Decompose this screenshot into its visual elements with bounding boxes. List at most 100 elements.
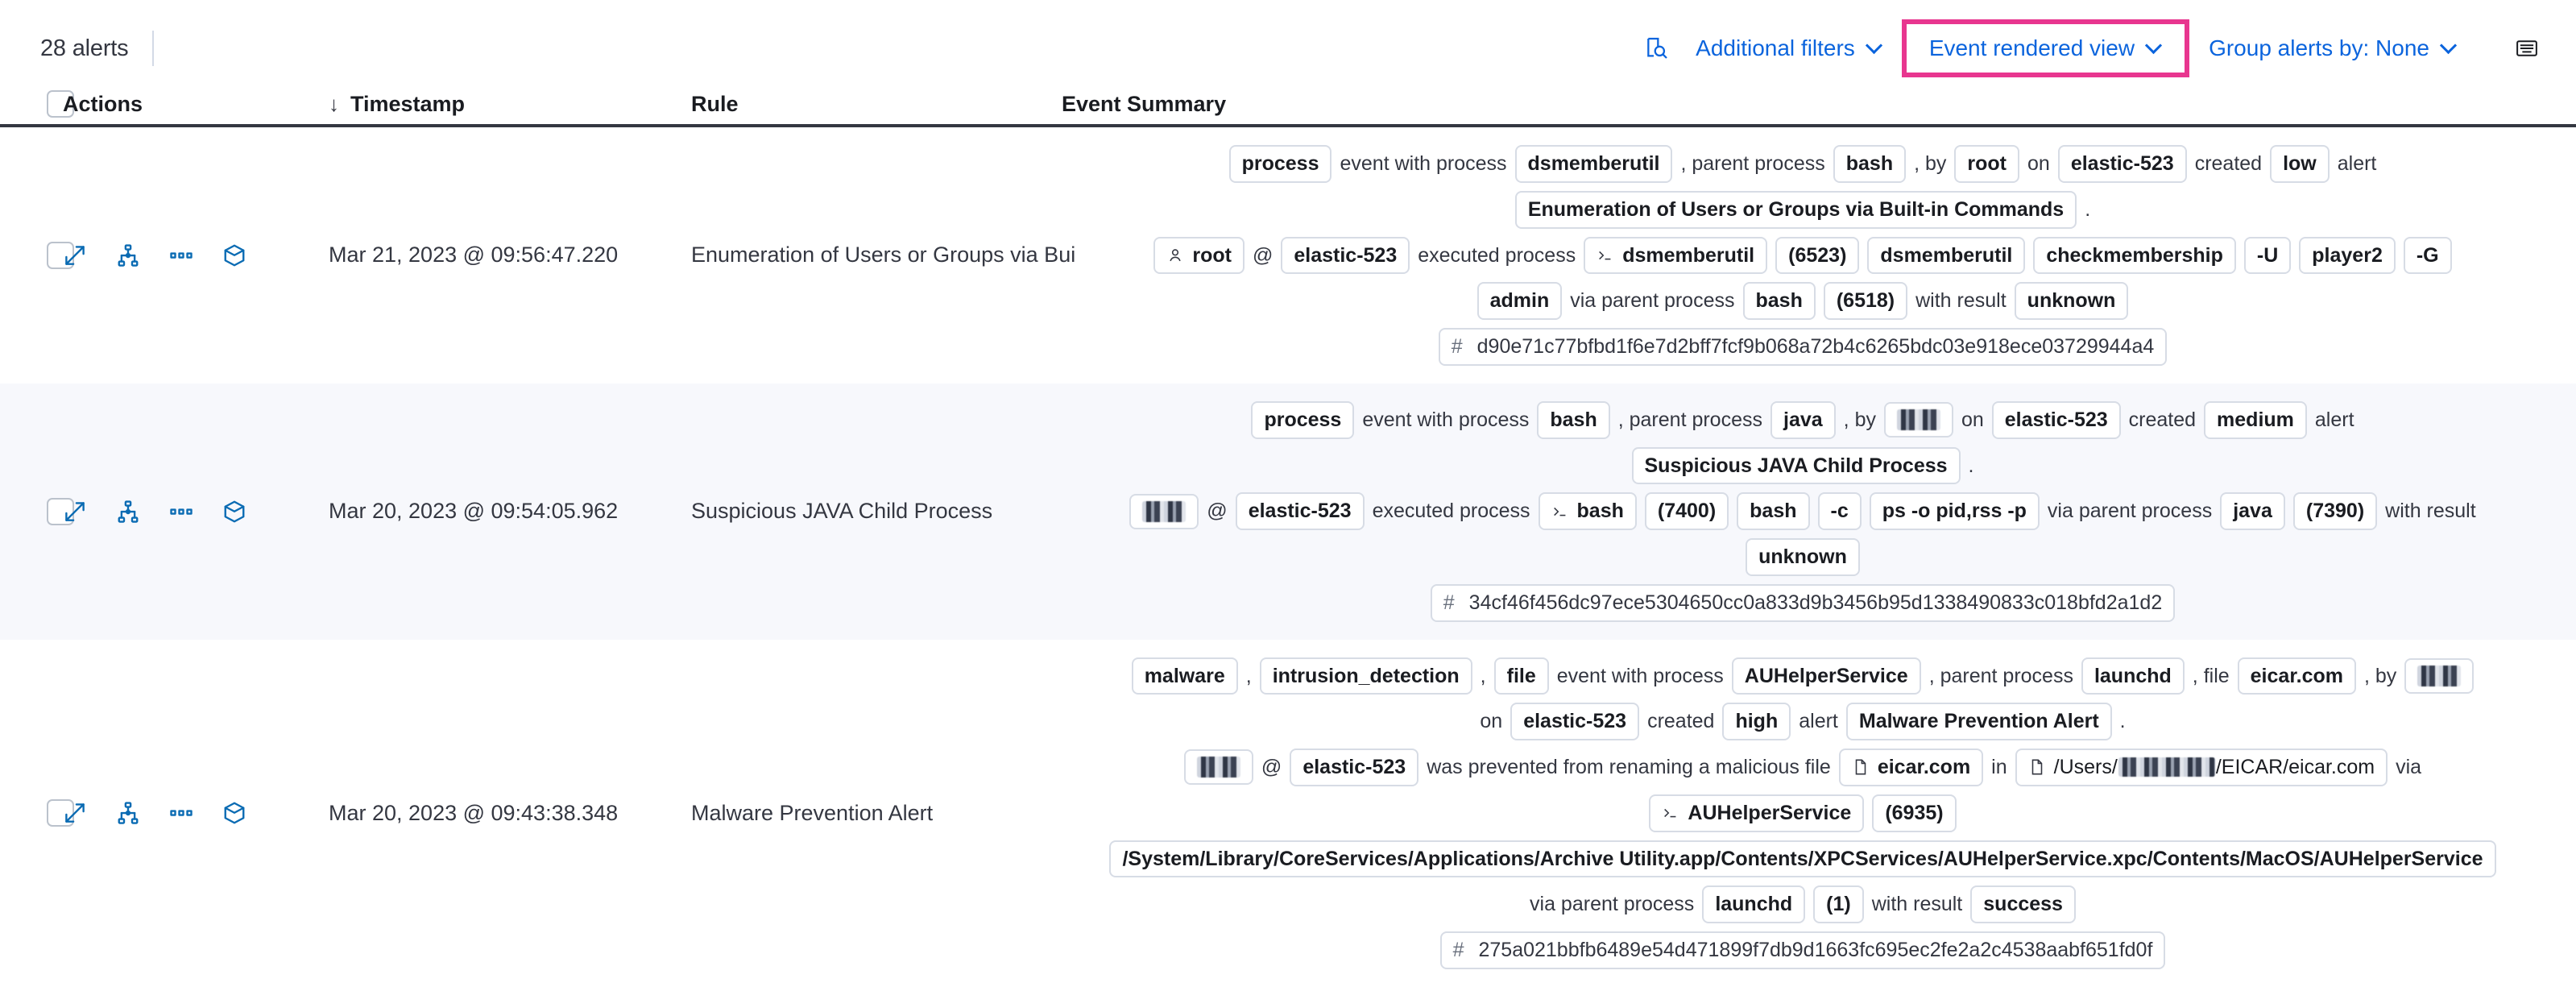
summary-chip[interactable]: player2 xyxy=(2299,236,2396,275)
redacted-value-chip[interactable] xyxy=(1129,493,1199,529)
more-actions-icon[interactable] xyxy=(169,500,193,524)
more-actions-icon[interactable] xyxy=(169,801,193,825)
select-all-checkbox[interactable] xyxy=(47,90,74,118)
session-view-icon[interactable] xyxy=(222,500,246,524)
summary-chip[interactable]: (6935) xyxy=(1872,794,1957,832)
keyboard-shortcuts-icon[interactable] xyxy=(2504,28,2550,68)
event-rendered-view-highlight: Event rendered view xyxy=(1901,19,2190,77)
summary-chip[interactable]: /System/Library/CoreServices/Application… xyxy=(1109,840,2496,878)
summary-chip[interactable]: AUHelperService xyxy=(1649,794,1865,832)
expand-icon[interactable] xyxy=(63,801,87,825)
summary-chip[interactable]: ps -o pid,rss -p xyxy=(1869,492,2040,530)
summary-chip[interactable]: -G xyxy=(2403,236,2452,275)
summary-chip[interactable]: checkmembership xyxy=(2033,236,2236,275)
summary-chip[interactable]: eicar.com xyxy=(2237,657,2357,695)
summary-chip[interactable]: AUHelperService xyxy=(1731,657,1921,695)
row-rule-name[interactable]: Enumeration of Users or Groups via Bui xyxy=(691,243,1076,267)
summary-chip[interactable]: high xyxy=(1722,703,1791,740)
column-header-actions[interactable]: Actions xyxy=(63,92,329,117)
summary-text: , file xyxy=(2192,664,2230,687)
summary-chip[interactable]: elastic-523 xyxy=(1510,703,1640,740)
summary-chip[interactable]: elastic-523 xyxy=(1991,400,2121,439)
summary-chip[interactable]: Malware Prevention Alert xyxy=(1845,703,2112,740)
summary-chip[interactable]: bash xyxy=(1537,400,1610,439)
more-actions-icon[interactable] xyxy=(169,243,193,267)
summary-chip[interactable]: malware xyxy=(1131,657,1238,695)
summary-chip-label: elastic-523 xyxy=(1294,243,1398,267)
redacted-value-chip[interactable] xyxy=(1883,402,1953,438)
summary-chip[interactable]: Enumeration of Users or Groups via Built… xyxy=(1514,190,2077,229)
summary-chip[interactable]: (1) xyxy=(1813,885,1864,923)
session-view-icon[interactable] xyxy=(222,801,246,825)
column-header-event-summary[interactable]: Event Summary xyxy=(1062,92,2576,117)
summary-chip[interactable]: elastic-523 xyxy=(1235,492,1365,530)
summary-chip[interactable]: (7400) xyxy=(1644,492,1729,530)
summary-chip[interactable]: bash xyxy=(1742,282,1816,320)
summary-chip[interactable]: intrusion_detection xyxy=(1259,657,1472,695)
redacted-value-chip[interactable] xyxy=(2404,657,2475,694)
summary-chip[interactable]: root xyxy=(1954,145,2019,183)
summary-chip[interactable]: unknown xyxy=(1746,538,1860,576)
analyze-event-icon[interactable] xyxy=(116,243,140,267)
summary-chip[interactable]: bash xyxy=(1538,492,1637,530)
summary-chip[interactable]: -c xyxy=(1817,492,1862,530)
file-hash-chip[interactable]: #34cf46f456dc97ece5304650cc0a833d9b3456b… xyxy=(1430,583,2176,622)
summary-chip[interactable]: -U xyxy=(2243,236,2292,275)
additional-filters-button[interactable]: Additional filters xyxy=(1681,27,1897,69)
analyze-event-icon[interactable] xyxy=(116,801,140,825)
redacted-value-chip[interactable] xyxy=(1183,749,1253,786)
row-rule-cell: Malware Prevention Alert xyxy=(691,640,1062,987)
analyze-event-icon[interactable] xyxy=(116,500,140,524)
summary-chip[interactable]: bash xyxy=(1833,145,1907,183)
row-rule-name[interactable]: Suspicious JAVA Child Process xyxy=(691,499,993,524)
summary-chip[interactable]: elastic-523 xyxy=(1281,236,1410,275)
summary-chip[interactable]: dsmemberutil xyxy=(1514,145,1673,183)
summary-chip[interactable]: (6518) xyxy=(1823,282,1908,320)
summary-chip[interactable]: java xyxy=(1770,400,1836,439)
summary-chip[interactable]: dsmemberutil xyxy=(1867,236,2026,275)
summary-chip[interactable]: medium xyxy=(2204,400,2307,439)
summary-chip[interactable]: launchd xyxy=(1702,885,1806,923)
row-rule-name[interactable]: Malware Prevention Alert xyxy=(691,800,934,825)
summary-chip[interactable]: java xyxy=(2220,492,2285,530)
summary-chip[interactable]: admin xyxy=(1476,282,1563,320)
summary-chip[interactable]: unknown xyxy=(2014,282,2129,320)
redaction-block xyxy=(1896,409,1940,431)
summary-chip[interactable]: (7390) xyxy=(2292,492,2378,530)
summary-chip[interactable]: file xyxy=(1493,657,1549,695)
summary-chip-label: elastic-523 xyxy=(1302,756,1406,778)
summary-chip[interactable]: low xyxy=(2270,145,2330,183)
redaction-block xyxy=(2118,757,2215,778)
summary-chip[interactable]: elastic-523 xyxy=(1290,749,1419,786)
summary-chip[interactable]: dsmemberutil xyxy=(1584,236,1768,275)
summary-chip[interactable]: process xyxy=(1228,145,1332,183)
summary-chip[interactable]: (6523) xyxy=(1775,236,1860,275)
file-hash-chip[interactable]: #275a021bbfb6489e54d471899f7db9d1663fc69… xyxy=(1439,931,2166,969)
path-prefix: /Users/ xyxy=(2053,756,2118,778)
summary-chip[interactable]: root xyxy=(1153,236,1245,275)
summary-chip[interactable]: bash xyxy=(1737,492,1810,530)
column-header-timestamp[interactable]: ↓ Timestamp xyxy=(329,92,691,117)
summary-chip[interactable]: eicar.com xyxy=(1838,749,1984,786)
column-header-rule[interactable]: Rule xyxy=(691,92,1062,117)
inspect-icon[interactable] xyxy=(1633,27,1681,69)
summary-chip[interactable]: elastic-523 xyxy=(2057,145,2187,183)
summary-chip[interactable]: process xyxy=(1251,400,1355,439)
file-hash-chip[interactable]: #d90e71c77bfbd1f6e7d2bff7fcf9b068a72b4c6… xyxy=(1438,328,2168,366)
expand-icon[interactable] xyxy=(63,243,87,267)
event-rendered-view-button[interactable]: Event rendered view xyxy=(1915,27,2176,69)
session-view-icon[interactable] xyxy=(222,243,246,267)
file-path-chip[interactable]: /Users//EICAR/eicar.com xyxy=(2015,749,2388,786)
group-alerts-by-button[interactable]: Group alerts by: None xyxy=(2194,27,2471,69)
summary-chip[interactable]: launchd xyxy=(2081,657,2185,695)
summary-chip[interactable]: success xyxy=(1970,885,2076,923)
expand-icon[interactable] xyxy=(63,500,87,524)
summary-chip-label: (7400) xyxy=(1657,500,1717,523)
summary-chip[interactable]: Suspicious JAVA Child Process xyxy=(1631,446,1961,485)
